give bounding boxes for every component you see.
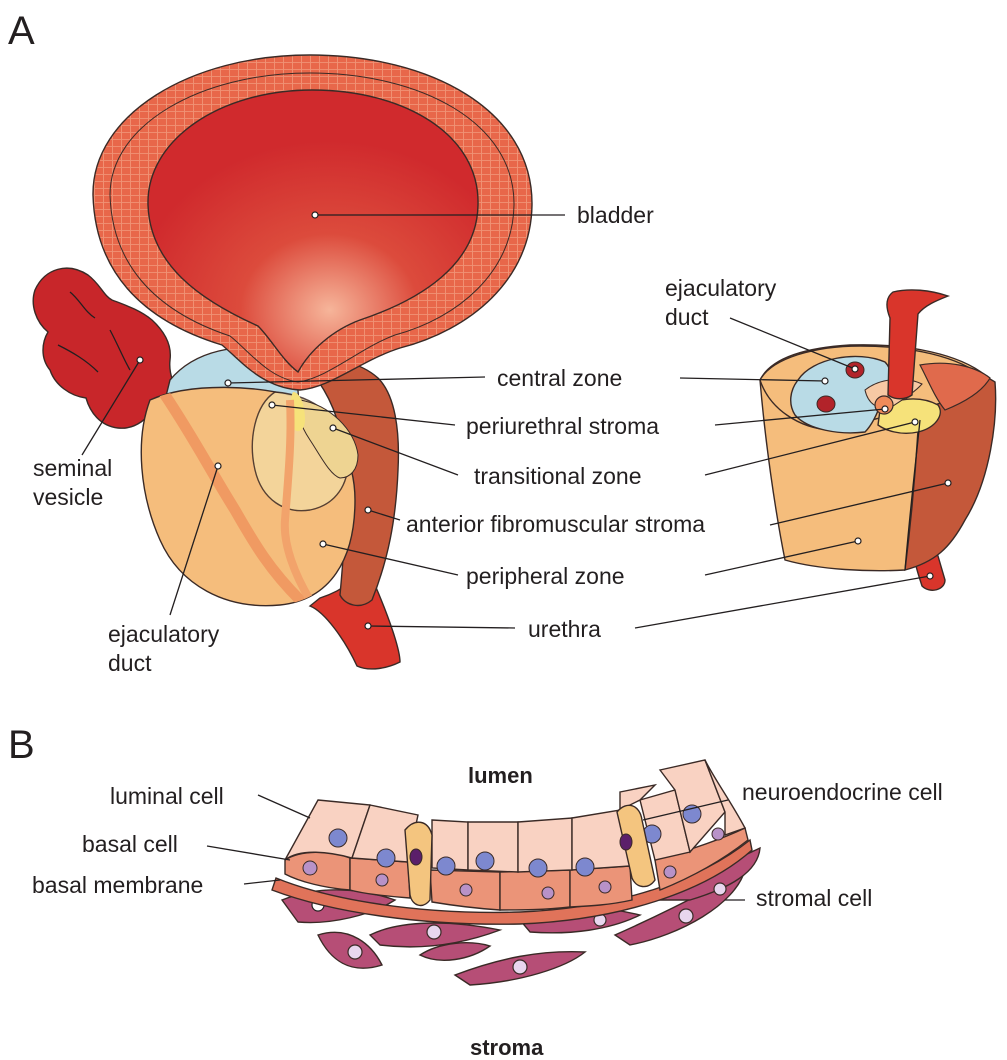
label-neuroendocrine-cell: neuroendocrine cell bbox=[742, 779, 943, 805]
label-stroma: stroma bbox=[470, 1035, 544, 1060]
label-basal-membrane: basal membrane bbox=[32, 872, 203, 898]
panel-a-letter: A bbox=[8, 9, 35, 53]
label-bladder: bladder bbox=[577, 202, 654, 228]
label-ejaculatory-duct-right-2: duct bbox=[665, 304, 709, 330]
panel-b-letter: B bbox=[8, 723, 35, 767]
label-anterior-fibromuscular-stroma: anterior fibromuscular stroma bbox=[406, 511, 705, 537]
label-ejaculatory-duct-right-1: ejaculatory bbox=[665, 275, 777, 301]
label-luminal-cell: luminal cell bbox=[110, 783, 224, 809]
label-central-zone: central zone bbox=[497, 365, 622, 391]
label-basal-cell: basal cell bbox=[82, 831, 178, 857]
label-ejaculatory-duct-left-1: ejaculatory bbox=[108, 621, 220, 647]
label-transitional-zone: transitional zone bbox=[474, 463, 642, 489]
label-urethra: urethra bbox=[528, 616, 601, 642]
label-stromal-cell: stromal cell bbox=[756, 885, 872, 911]
label-lumen: lumen bbox=[468, 763, 533, 788]
label-seminal-vesicle-2: vesicle bbox=[33, 484, 103, 510]
label-seminal-vesicle-1: seminal bbox=[33, 455, 112, 481]
section-ejaculatory-duct-lower bbox=[817, 396, 835, 412]
label-peripheral-zone: peripheral zone bbox=[466, 563, 625, 589]
label-ejaculatory-duct-left-2: duct bbox=[108, 650, 152, 676]
label-periurethral-stroma: periurethral stroma bbox=[466, 413, 659, 439]
